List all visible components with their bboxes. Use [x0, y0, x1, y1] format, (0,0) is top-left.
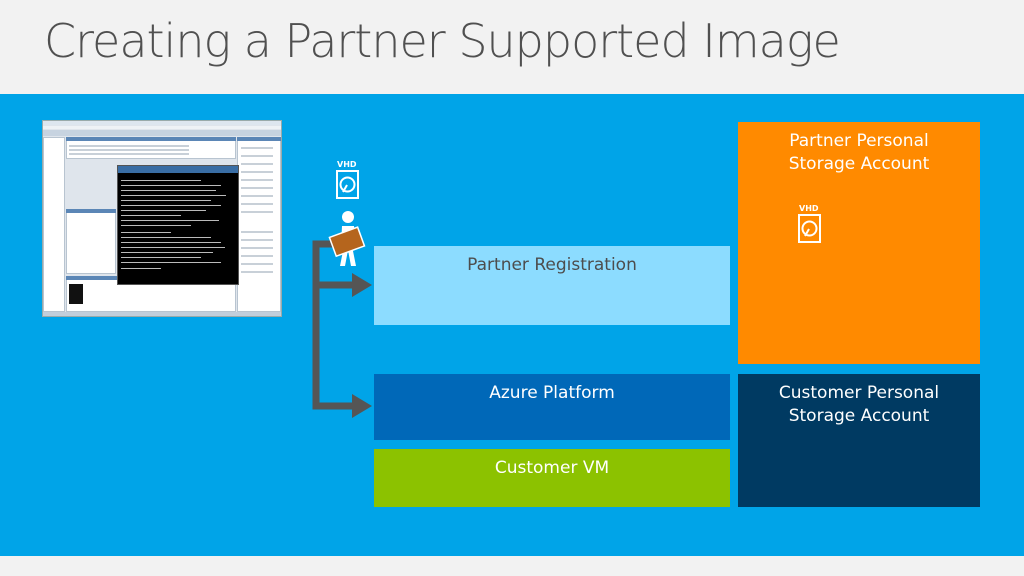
customer-storage-label: Customer Personal Storage Account: [778, 383, 940, 426]
arrow-head-azure-platform: [352, 394, 372, 418]
arrow-head-partner-registration: [352, 273, 372, 297]
vhd-label: VHD: [337, 160, 357, 169]
customer-storage-account-box: Customer Personal Storage Account: [738, 374, 980, 507]
slide-title: Creating a Partner Supported Image: [44, 14, 841, 68]
vhd-label-storage: VHD: [799, 204, 819, 213]
partner-storage-label: Partner Personal Storage Account: [788, 131, 930, 174]
arrow-connector: [312, 240, 352, 410]
vhd-disk-icon-storage: VHD: [797, 202, 823, 244]
hyperv-manager-screenshot: [42, 120, 282, 317]
person-carrying-box-icon: [328, 210, 368, 270]
partner-registration-box: Partner Registration: [374, 246, 730, 325]
vm-console-window: [117, 165, 239, 285]
partner-storage-account-box: Partner Personal Storage Account: [738, 122, 980, 364]
azure-platform-box: Azure Platform: [374, 374, 730, 440]
customer-vm-box: Customer VM: [374, 449, 730, 507]
vhd-disk-icon: VHD: [335, 158, 361, 200]
